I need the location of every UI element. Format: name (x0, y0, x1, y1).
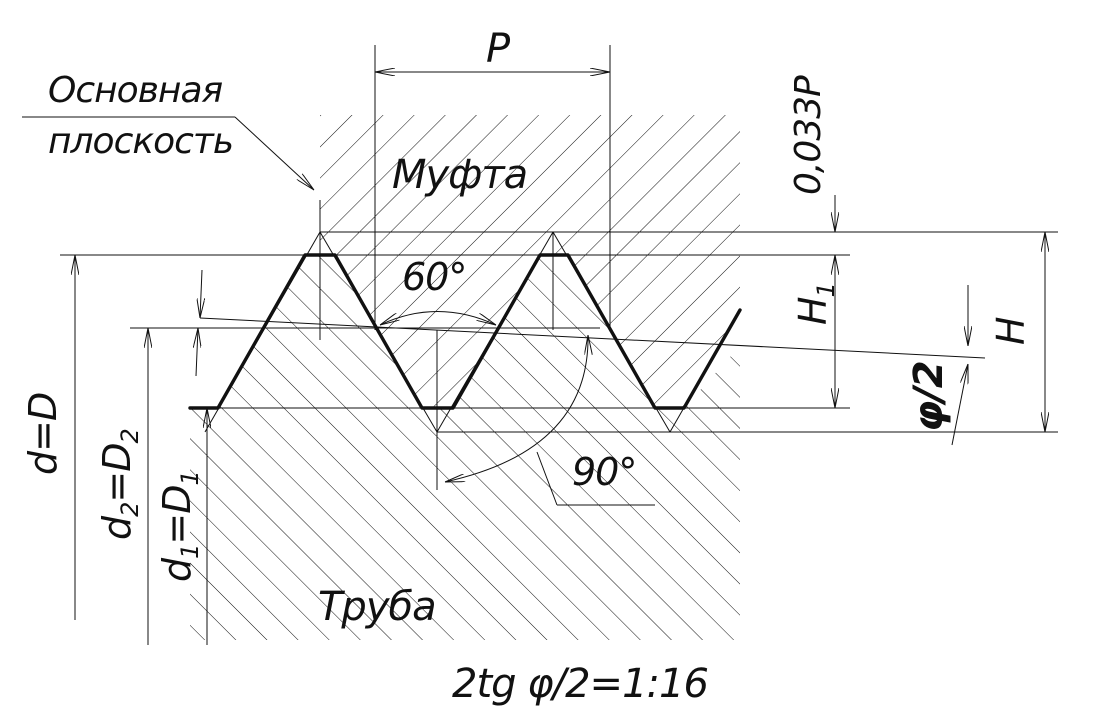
pipe-label: Труба (318, 584, 436, 630)
d2-mid: =D (95, 443, 139, 502)
base-plane-label-1: Основная (48, 70, 223, 111)
d2-subscript-1: 2 (116, 503, 144, 517)
d1-subscript-2: 1 (176, 471, 204, 485)
d2-letter: d (95, 515, 139, 540)
h1-label: H1 (791, 283, 840, 325)
diameter-d1-label: d1=D1 (155, 471, 204, 582)
diameter-d2-label: d2=D2 (95, 429, 144, 540)
angle-90-label: 90° (572, 450, 636, 494)
angle-60-label: 60° (402, 255, 466, 299)
half-phi-label: φ/2 (906, 361, 952, 432)
angle-90-arc (445, 335, 655, 506)
h-label: H (989, 317, 1033, 345)
left-angle-arrows (196, 269, 202, 377)
base-plane-label-2: плоскость (48, 121, 233, 162)
d2-subscript-2: 2 (116, 429, 144, 443)
taper-formula: 2tg φ/2=1:16 (452, 661, 708, 707)
h1-subscript: 1 (812, 283, 840, 297)
half-phi-angle (951, 285, 968, 446)
d1-subscript-1: 1 (176, 545, 204, 559)
base-plane-leader (22, 116, 314, 190)
d1-mid: =D (155, 485, 199, 544)
pitch-label: P (486, 26, 511, 72)
diameter-d-label: d=D (21, 393, 65, 475)
vertical-lines (319, 45, 611, 490)
offset-label: 0,033P (788, 75, 829, 195)
coupling-label: Муфта (392, 152, 527, 198)
angle-60-arc (380, 311, 496, 326)
d1-letter: d (155, 557, 199, 582)
h1-letter: H (791, 297, 835, 325)
